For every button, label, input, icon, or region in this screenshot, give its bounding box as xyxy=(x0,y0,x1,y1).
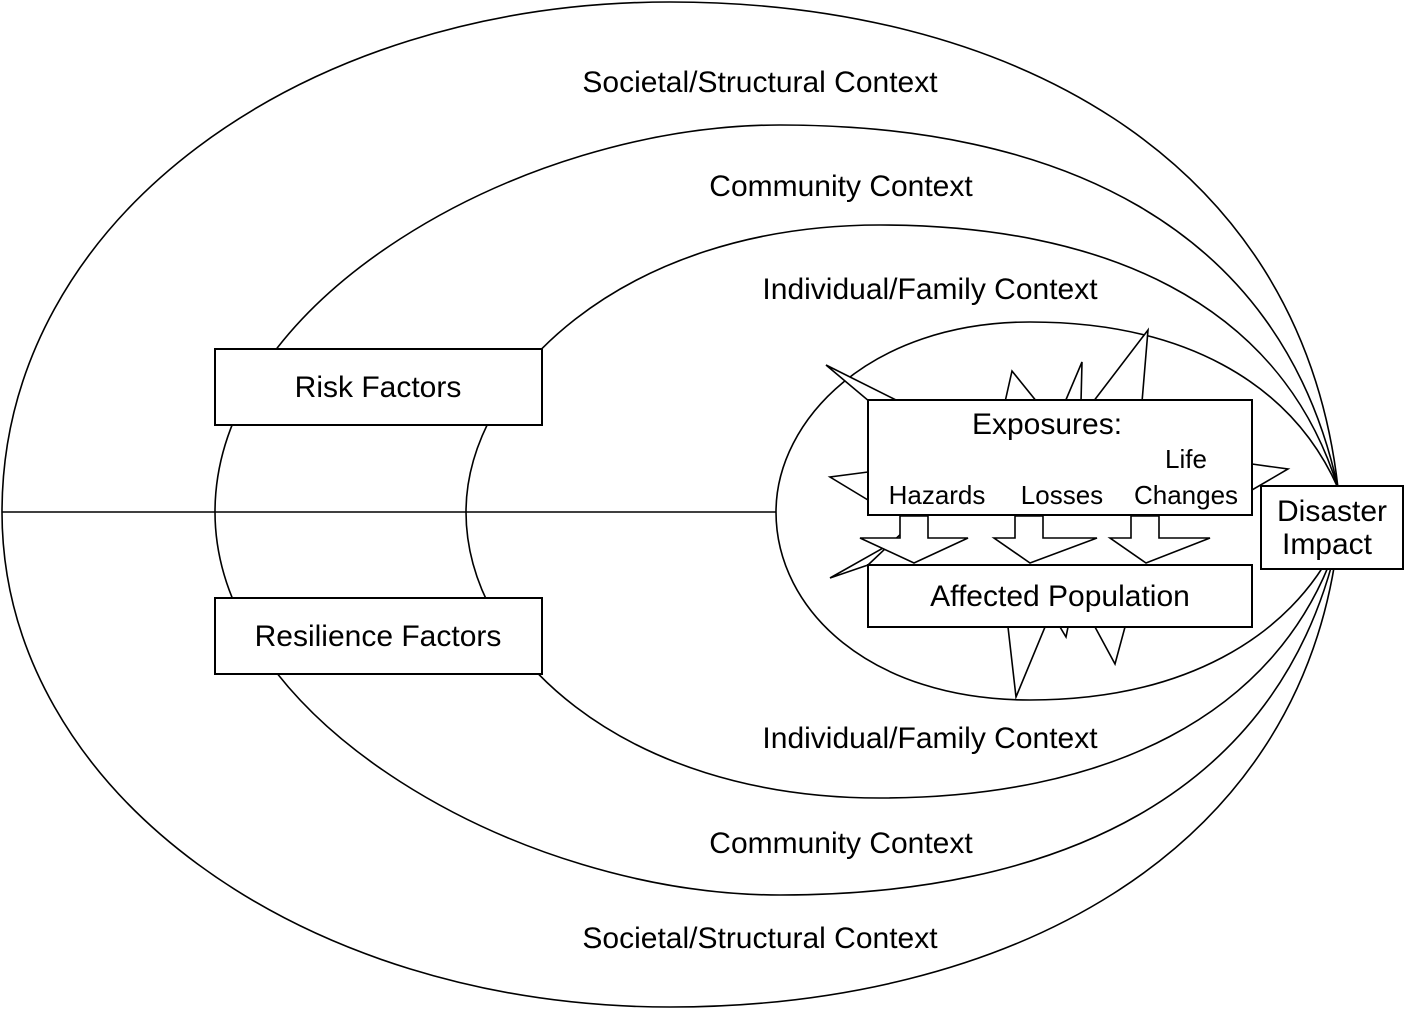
arrow-down-icon xyxy=(991,515,1098,564)
spike xyxy=(1091,327,1150,403)
exposures-title: Exposures: xyxy=(972,408,1122,441)
affected-population-box: Affected Population xyxy=(867,564,1253,628)
spike xyxy=(1003,369,1039,403)
affected-population-label: Affected Population xyxy=(930,580,1190,613)
risk-factors-label: Risk Factors xyxy=(295,371,462,404)
exposure-life: Life xyxy=(1165,444,1207,474)
community-context-label-top: Community Context xyxy=(709,170,973,203)
spike xyxy=(1093,626,1127,667)
exposure-hazards: Hazards xyxy=(889,480,986,510)
individual-context-label-bottom: Individual/Family Context xyxy=(762,722,1098,755)
disaster-impact-line1: Disaster xyxy=(1277,495,1387,528)
risk-factors-box: Risk Factors xyxy=(214,348,543,426)
spike xyxy=(827,471,869,502)
individual-context-label-top: Individual/Family Context xyxy=(762,273,1098,306)
exposure-changes: Changes xyxy=(1134,480,1238,510)
spike xyxy=(825,364,901,403)
societal-context-label-bottom: Societal/Structural Context xyxy=(582,922,938,955)
spike xyxy=(1007,626,1047,701)
exposures-box: Exposures: Hazards Losses Life Changes xyxy=(867,399,1253,516)
spike xyxy=(1063,361,1083,403)
spike xyxy=(1058,626,1069,640)
disaster-impact-line2: Impact xyxy=(1282,528,1373,561)
resilience-factors-label: Resilience Factors xyxy=(255,620,502,653)
exposure-losses: Losses xyxy=(1021,480,1103,510)
arrow-down-icon xyxy=(1107,515,1211,564)
community-context-label-bottom: Community Context xyxy=(709,827,973,860)
exposure-arrows xyxy=(859,515,1211,564)
resilience-factors-box: Resilience Factors xyxy=(214,597,543,675)
societal-context-label-top: Societal/Structural Context xyxy=(582,66,938,99)
disaster-impact-box: Disaster Impact xyxy=(1260,485,1404,570)
arrow-down-icon xyxy=(859,515,969,564)
